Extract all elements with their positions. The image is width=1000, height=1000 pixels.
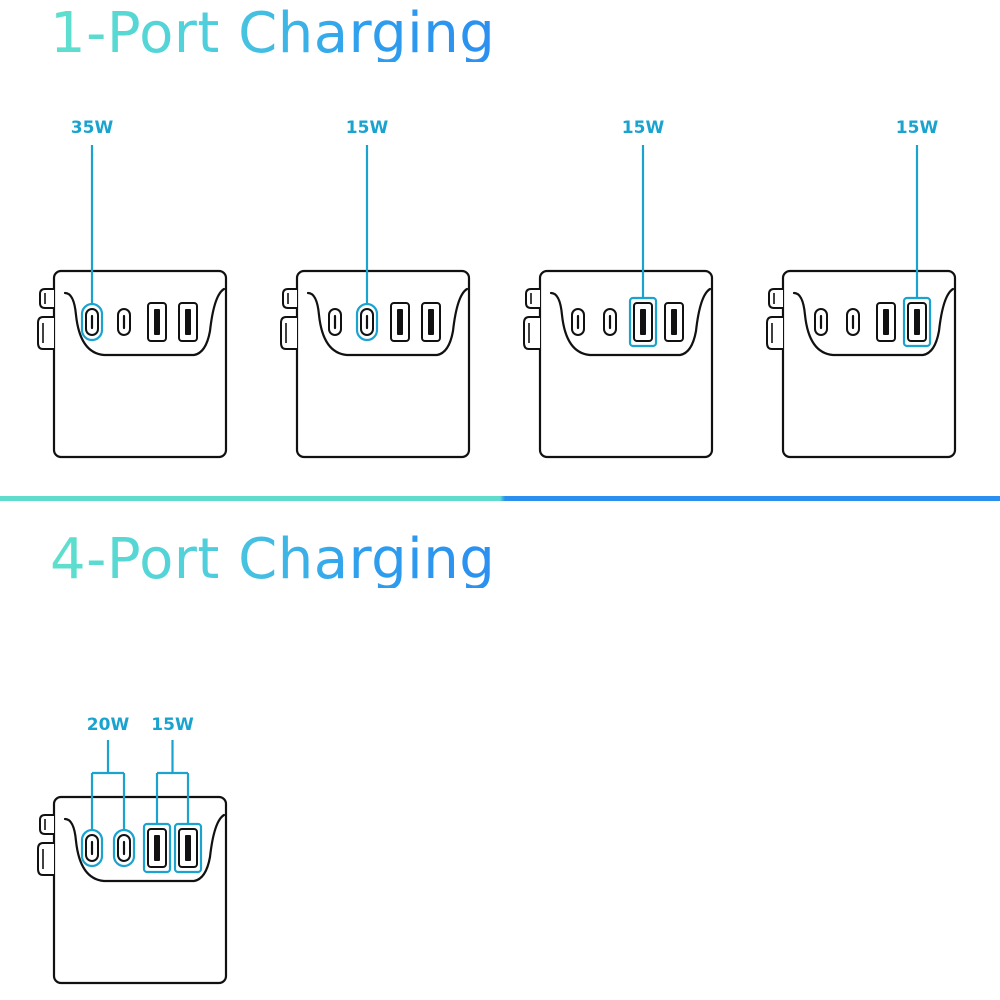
port-panel-edge [63, 287, 226, 357]
single-port-charging-heading: 1-Port Charging [50, 1, 496, 66]
usb-a-port-tongue [428, 309, 434, 335]
usb-a-port-tongue [397, 309, 403, 335]
usb-a-port-tongue [185, 835, 191, 861]
charger-device [280, 269, 471, 459]
plug-prong-top [39, 814, 54, 835]
plug-prong-top [39, 288, 54, 309]
plug-prong-bottom [37, 842, 54, 876]
usb-a-port-tongue [185, 309, 191, 335]
wattage-label: 15W [151, 715, 194, 735]
wattage-label: 20W [87, 715, 130, 735]
plug-prong-bottom [523, 316, 540, 350]
port-panel-edge [306, 287, 469, 357]
port-panel-edge [549, 287, 712, 357]
plug-prong-bottom [37, 316, 54, 350]
port-panel-edge [63, 813, 226, 883]
charger-body [295, 269, 471, 459]
usb-a-port-tongue [883, 309, 889, 335]
charger-device [523, 269, 714, 459]
usb-a-port-tongue [154, 835, 160, 861]
plug-prong-top [282, 288, 297, 309]
four-port-charging-heading: 4-Port Charging [50, 527, 496, 592]
wattage-label: 35W [71, 118, 114, 138]
charger-device [766, 269, 957, 459]
charger-device [37, 269, 228, 459]
plug-prong-bottom [766, 316, 783, 350]
usb-a-port-tongue [914, 309, 920, 335]
wattage-label: 15W [622, 118, 665, 138]
charger-body [538, 269, 714, 459]
section-divider [0, 496, 1000, 501]
charger-body [52, 269, 228, 459]
wattage-label: 15W [346, 118, 389, 138]
plug-prong-bottom [280, 316, 297, 350]
usb-a-port-tongue [640, 309, 646, 335]
charger-device [37, 795, 228, 985]
usb-a-port-tongue [671, 309, 677, 335]
usb-a-port-tongue [154, 309, 160, 335]
port-panel-edge [792, 287, 955, 357]
wattage-label: 15W [896, 118, 939, 138]
plug-prong-top [768, 288, 783, 309]
plug-prong-top [525, 288, 540, 309]
